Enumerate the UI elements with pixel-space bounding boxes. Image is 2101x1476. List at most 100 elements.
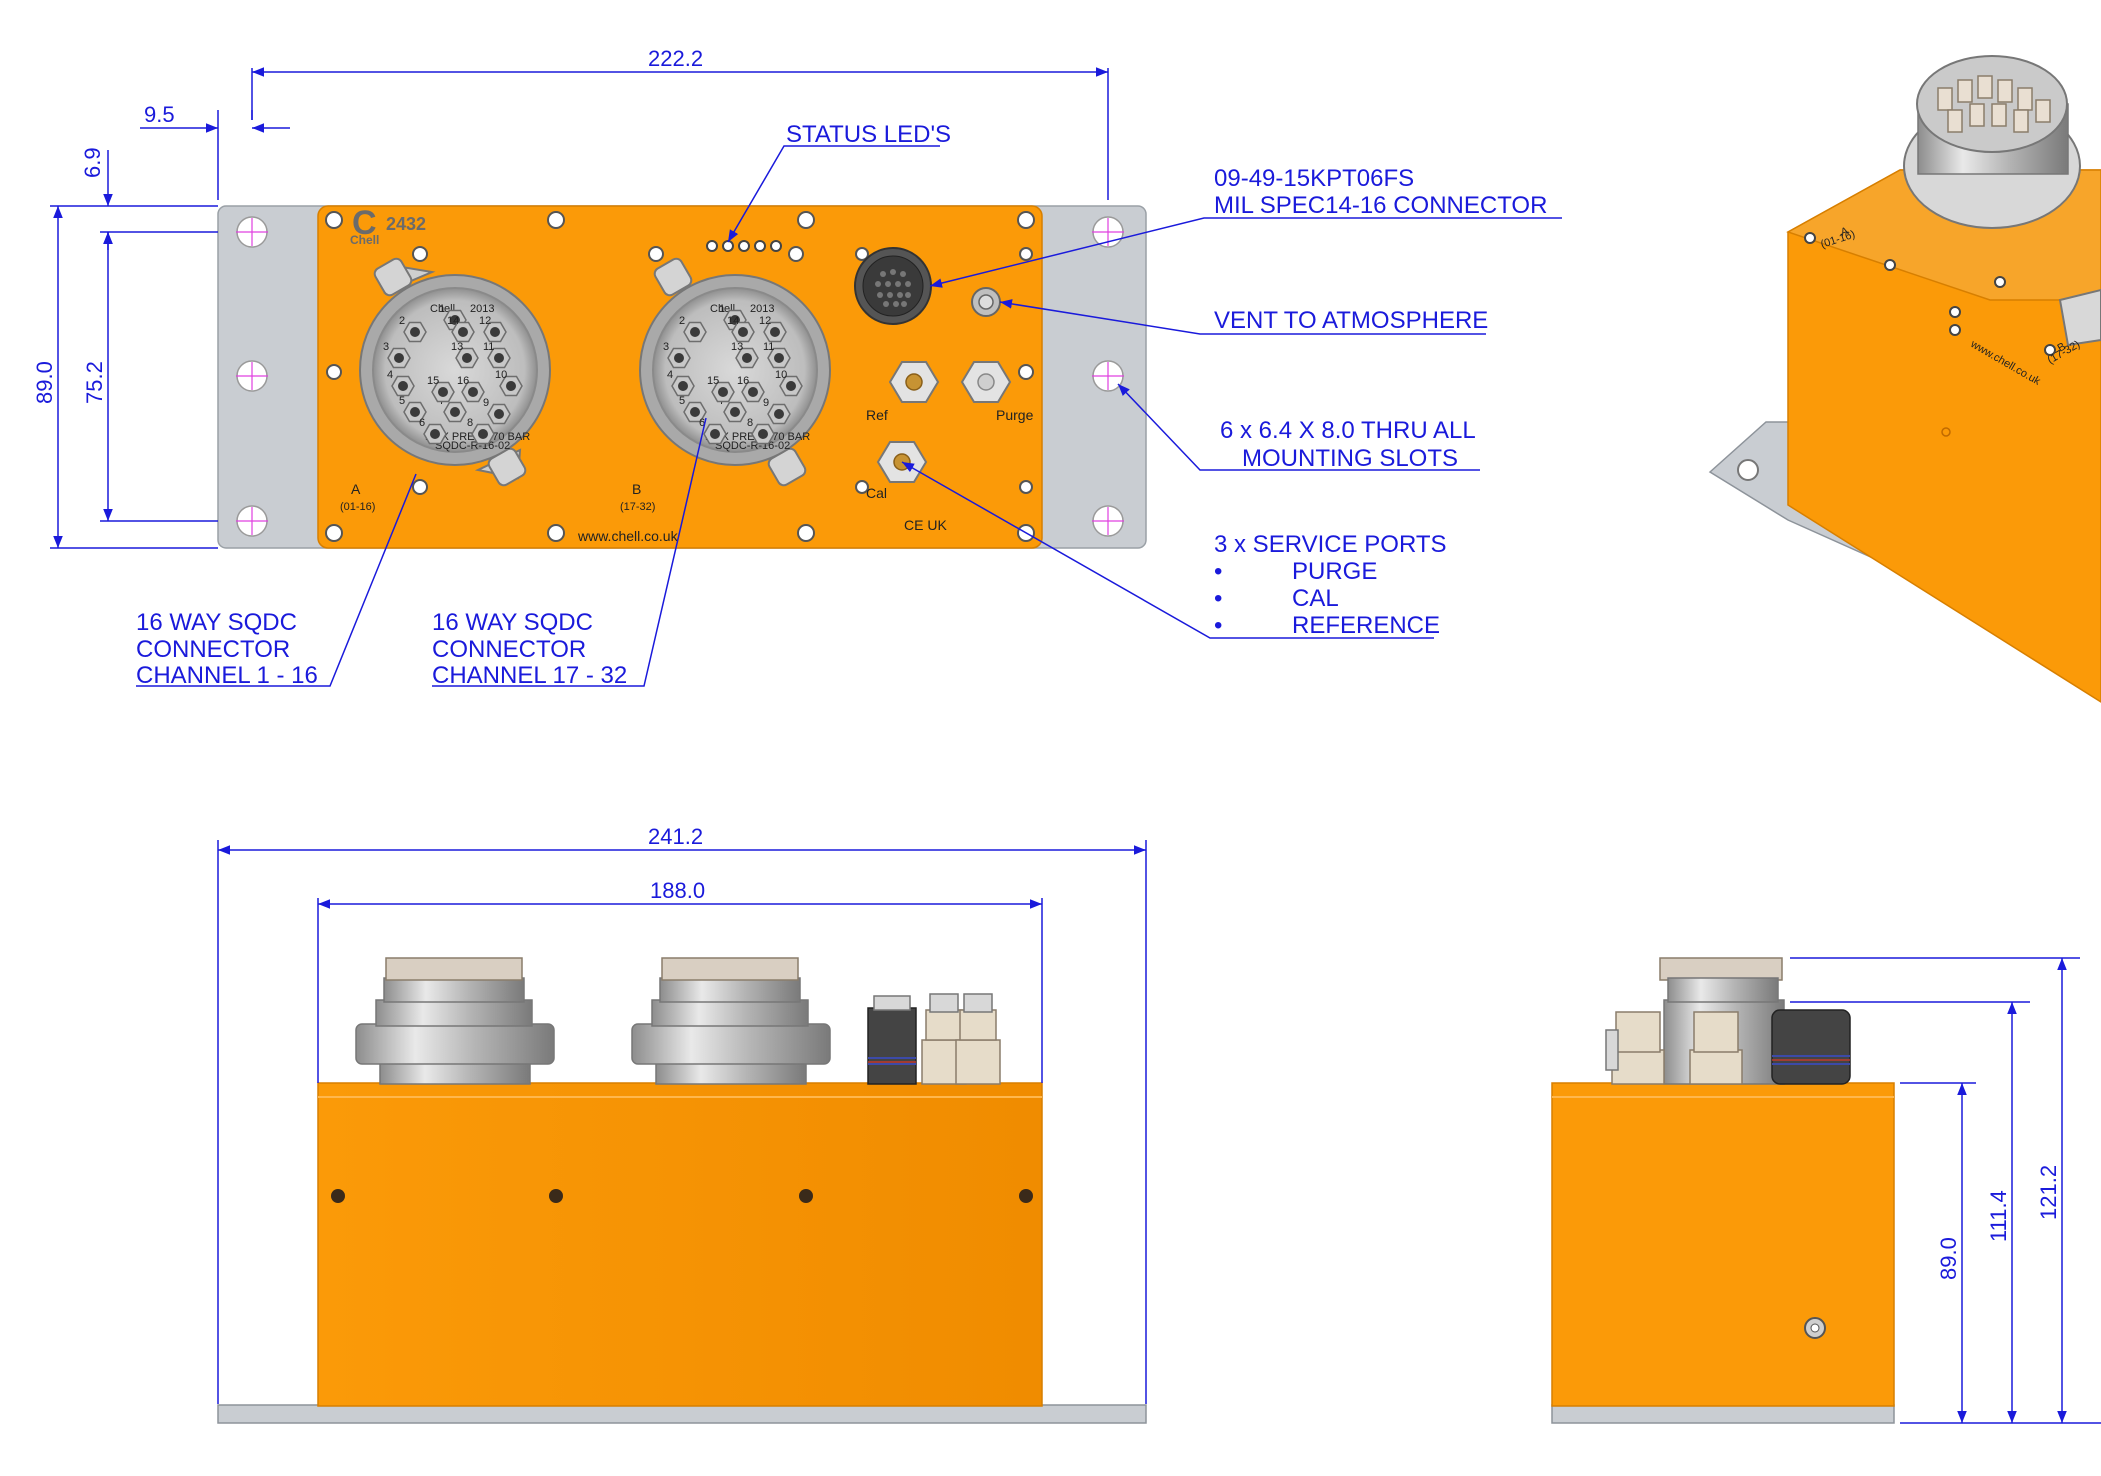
conn-b-year: 2013 (750, 303, 774, 315)
screw (1017, 211, 1035, 229)
connector-pin-socket (398, 381, 408, 391)
connector-pin-socket (458, 327, 468, 337)
connector-pin-number: 13 (451, 341, 463, 353)
service-port-purge (960, 361, 1012, 403)
connector-pin-number: 8 (747, 417, 753, 429)
connector-pin-number: 16 (737, 375, 749, 387)
connector-pin-number: 15 (427, 375, 439, 387)
connector-pin-socket (674, 353, 684, 363)
connector-pin-socket (478, 429, 488, 439)
connector-pin-socket (690, 407, 700, 417)
callout-conn-b-line3: CHANNEL 17 - 32 (432, 662, 627, 689)
connector-pin-number: 15 (707, 375, 719, 387)
connector-pin-socket (774, 409, 784, 419)
connector-pin-number: 11 (763, 341, 774, 353)
end-base-plate (1551, 1404, 1895, 1424)
vent-port (971, 287, 1001, 317)
end-connectors (1605, 957, 1851, 1085)
connector-pin-socket (742, 353, 752, 363)
connector-pin-socket (774, 353, 784, 363)
connector-pin-socket (748, 387, 758, 397)
screw (326, 364, 342, 380)
screw (797, 524, 815, 542)
website-label: www.chell.co.uk (577, 528, 679, 544)
screw (325, 524, 343, 542)
screw (412, 246, 428, 262)
connector-pin-number: 11 (483, 341, 494, 353)
connector-pin-socket (678, 381, 688, 391)
conn-a-letter: A (351, 481, 361, 497)
slot-centre-marks (236, 218, 1124, 535)
connector-pin-socket (410, 327, 420, 337)
callout-mil-line2: MIL SPEC14-16 CONNECTOR (1214, 192, 1547, 219)
connector-pin-socket (710, 429, 720, 439)
connector-pin-socket (770, 327, 780, 337)
screw (855, 247, 869, 261)
callout-conn-a-line1: 16 WAY SQDC (136, 609, 297, 636)
front-view: C 2432 Chell Chell 2013 MAX PRESS 70 BAR… (217, 204, 1147, 549)
side-connector-b (631, 957, 831, 1085)
service-item-purge: PURGE (1292, 558, 1377, 585)
conn-a-range: (01-16) (340, 501, 375, 513)
brand-logo: C (352, 204, 377, 242)
connector-pin-socket (738, 327, 748, 337)
service-bullet: • (1214, 585, 1222, 612)
connector-pin-socket (450, 407, 460, 417)
side-service-port (921, 993, 1001, 1085)
connector-pin-number: 12 (479, 315, 491, 327)
conn-b-pins: 12345678910111213141516 (663, 303, 803, 445)
iso-conn-a-letter: A (1839, 225, 1850, 239)
connector-pin-number: 4 (667, 369, 673, 381)
callout-mount-line1: 6 x 6.4 X 8.0 THRU ALL (1220, 417, 1476, 444)
connector-pin-socket (494, 353, 504, 363)
connector-pin-number: 14 (727, 315, 739, 327)
connector-pin-socket (494, 409, 504, 419)
isometric-view: A (01-16) B (17-32) www.chell.co.uk (1708, 55, 2101, 703)
connector-pin-socket (394, 353, 404, 363)
screw (547, 211, 565, 229)
dim-side-width: 241.2 (648, 824, 703, 849)
conn-a-part: SQDC-R-16-02 (435, 440, 510, 452)
connector-pin-number: 3 (383, 341, 389, 353)
service-port-ref (888, 361, 940, 403)
dim-end-h2: 111.4 (1986, 1190, 2011, 1242)
connector-pin-number: 5 (679, 395, 685, 407)
connector-pin-number: 8 (467, 417, 473, 429)
side-dimensions (217, 840, 1147, 1404)
dim-top-width: 222.2 (648, 46, 703, 71)
connector-pin-socket (506, 381, 516, 391)
screw (855, 480, 869, 494)
connector-pin-socket (410, 407, 420, 417)
connector-pin-number: 3 (663, 341, 669, 353)
conn-b-part: SQDC-R-16-02 (715, 440, 790, 452)
connector-pin-socket (758, 429, 768, 439)
callout-status-leds: STATUS LED'S (786, 121, 951, 148)
end-orange-body (1551, 1082, 1895, 1407)
connector-pin-socket (718, 387, 728, 397)
status-led (738, 240, 750, 252)
connector-pin-number: 10 (775, 369, 787, 381)
connector-pin-socket (438, 387, 448, 397)
connector-pin-number: 2 (679, 315, 685, 327)
callout-conn-b-line1: 16 WAY SQDC (432, 609, 593, 636)
dim-slot-pitch: 75.2 (82, 361, 107, 404)
dim-end-h3: 121.2 (2036, 1165, 2061, 1220)
connector-pin-socket (690, 327, 700, 337)
status-led (722, 240, 734, 252)
service-bullet: • (1214, 558, 1222, 585)
conn-a-pins: 12345678910111213141516 (383, 303, 523, 445)
callout-mount-line2: MOUNTING SLOTS (1242, 445, 1458, 472)
callout-conn-a-line2: CONNECTOR (136, 636, 290, 663)
conn-a-year: 2013 (470, 303, 494, 315)
callout-conn-a-line3: CHANNEL 1 - 16 (136, 662, 318, 689)
screw (1019, 247, 1033, 261)
end-view (1551, 957, 1895, 1424)
dim-top-gap: 6.9 (80, 147, 105, 178)
screw (797, 211, 815, 229)
connector-pin-number: 2 (399, 315, 405, 327)
service-bullet: • (1214, 612, 1222, 639)
screw (788, 246, 804, 262)
service-item-reference: REFERENCE (1292, 612, 1440, 639)
brand-name: Chell (350, 233, 379, 247)
conn-b-range: (17-32) (620, 501, 655, 513)
